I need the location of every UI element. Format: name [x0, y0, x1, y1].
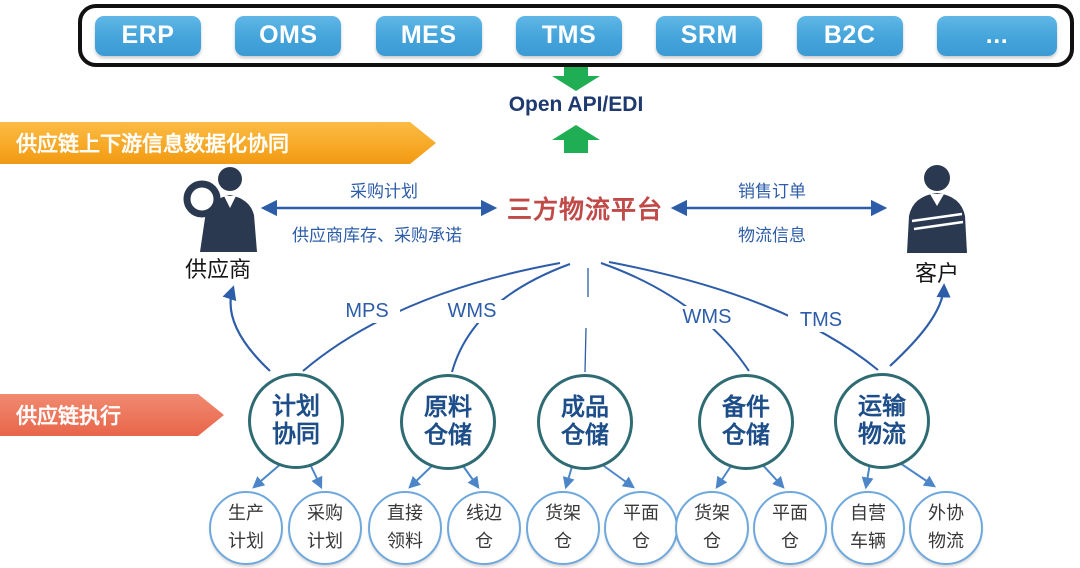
link-label-wms-left: WMS [434, 300, 510, 323]
module-line: 仓储 [424, 422, 472, 449]
system-chip-b2c: B2C [796, 15, 903, 56]
child-line: 计划 [307, 531, 343, 551]
module-line: 运输 [858, 392, 906, 420]
child-lineside-warehouse: 线边 仓 [447, 491, 521, 565]
module-line: 仓储 [561, 422, 609, 449]
module-line: 原料 [424, 393, 472, 421]
child-line: 仓 [703, 531, 721, 551]
plan-to-supplier-arrow [222, 285, 271, 372]
child-line: 线边 [466, 503, 502, 524]
module-finished-goods-warehouse: 成品 仓储 [537, 374, 633, 470]
link-curve-mps [302, 262, 561, 372]
module-line: 物流 [858, 421, 906, 448]
child-rack-warehouse-2: 货架 仓 [675, 491, 749, 565]
module-line: 计划 [272, 392, 320, 420]
open-api-label: Open API/EDI [508, 93, 644, 116]
module-line: 协同 [272, 421, 320, 448]
customer-flow-up-label: 销售订单 [738, 182, 806, 201]
child-flat-warehouse-1: 平面 仓 [604, 491, 678, 565]
module-line: 备件 [722, 393, 770, 421]
child-line: 货架 [545, 503, 581, 524]
link-label-mps: MPS [334, 300, 400, 323]
child-outsourced-logistics: 外协 物流 [909, 491, 983, 565]
banner-collaboration: 供应链上下游信息数据化协同 [0, 122, 436, 164]
child-line: 领料 [387, 531, 423, 551]
module-line: 成品 [561, 393, 609, 421]
child-production-plan: 生产 计划 [209, 491, 283, 565]
customer-flow-down-label: 物流信息 [738, 226, 806, 245]
child-flat-warehouse-2: 平面 仓 [753, 491, 827, 565]
module-transport-logistics: 运输 物流 [834, 373, 930, 469]
child-line: 直接 [387, 503, 423, 524]
module-line: 仓储 [722, 422, 770, 449]
child-line: 平面 [623, 503, 659, 524]
module-plan-collaboration: 计划 协同 [248, 373, 344, 469]
child-rack-warehouse-1: 货架 仓 [526, 491, 600, 565]
child-line: 货架 [694, 503, 730, 524]
supplier-flow-up-label: 采购计划 [350, 182, 418, 201]
customer-icon [907, 165, 967, 253]
child-line: 仓 [475, 531, 493, 551]
supplier-icon [183, 167, 257, 252]
child-line: 生产 [228, 503, 264, 524]
link-label-tms: TMS [788, 309, 854, 332]
supplier-flow-down-label: 供应商库存、采购承诺 [292, 226, 462, 245]
child-line: 车辆 [850, 531, 886, 551]
child-line: 计划 [228, 531, 264, 551]
banner-execution: 供应链执行 [0, 394, 224, 436]
child-line: 外协 [928, 503, 964, 524]
child-line: 仓 [554, 531, 572, 551]
module-raw-material-warehouse: 原料 仓储 [400, 374, 496, 470]
child-own-vehicles: 自营 车辆 [831, 491, 905, 565]
system-chip-oms: OMS [235, 15, 342, 56]
arrow-down-icon [552, 64, 600, 91]
module-spare-parts-warehouse: 备件 仓储 [698, 374, 794, 470]
child-direct-picking: 直接 领料 [368, 491, 442, 565]
module1-child1-arrow [252, 461, 284, 489]
child-line: 仓 [781, 531, 799, 551]
system-chip-more: ... [936, 15, 1057, 56]
supplier-label: 供应商 [184, 257, 251, 282]
banner-execution-label: 供应链执行 [16, 405, 121, 428]
banner-collaboration-label: 供应链上下游信息数据化协同 [16, 133, 289, 156]
system-chip-srm: SRM [656, 15, 763, 56]
child-line: 自营 [850, 503, 886, 524]
child-line: 平面 [772, 503, 808, 524]
child-line: 仓 [632, 531, 650, 551]
systems-bar: ERP OMS MES TMS SRM B2C ... [78, 4, 1074, 67]
link-curve-tms [608, 261, 879, 371]
platform-title: 三方物流平台 [506, 196, 663, 224]
system-chip-mes: MES [375, 15, 482, 56]
system-chip-tms: TMS [515, 15, 622, 56]
link-label-wms-right: WMS [669, 306, 745, 329]
logistics-to-customer-arrow [889, 283, 951, 367]
child-line: 物流 [928, 531, 964, 551]
child-line: 采购 [307, 503, 343, 524]
link-line-center-b [584, 327, 587, 373]
system-chip-erp: ERP [95, 15, 201, 56]
customer-label: 客户 [914, 261, 959, 286]
arrow-up-icon [552, 125, 600, 153]
child-procurement-plan: 采购 计划 [288, 491, 362, 565]
